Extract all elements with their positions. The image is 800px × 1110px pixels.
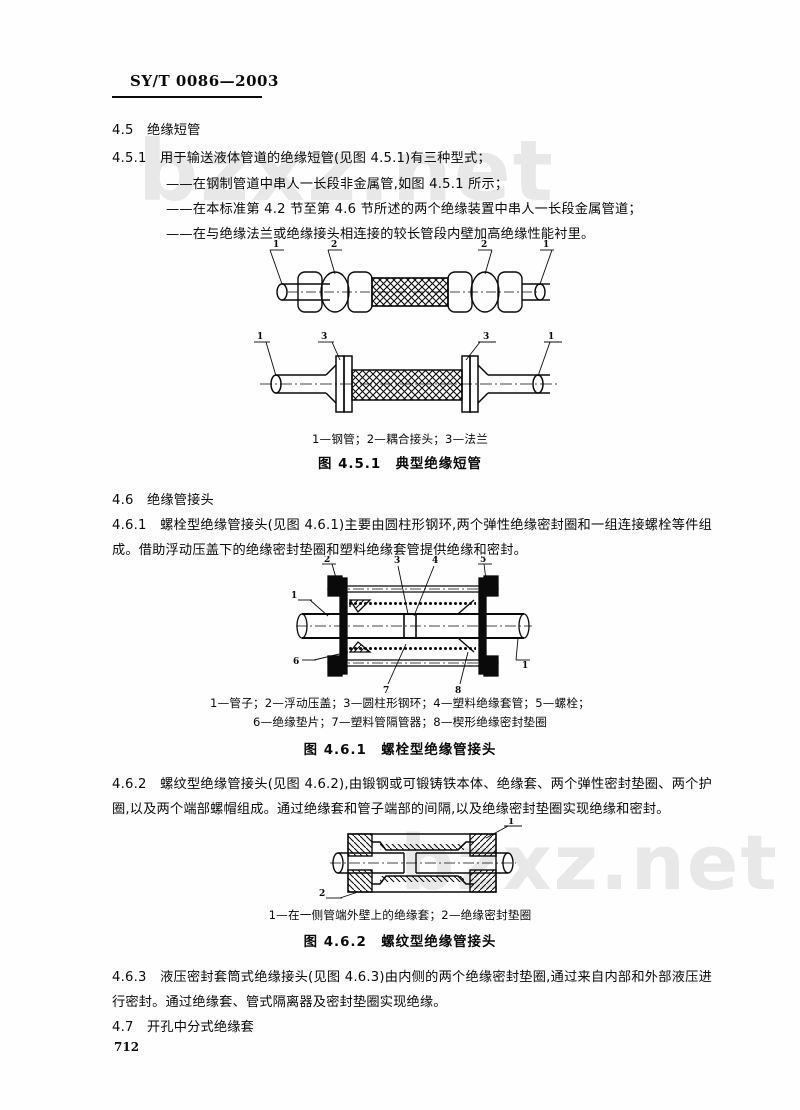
callout-label: 1 [543, 240, 549, 250]
page-number: 712 [114, 1040, 140, 1054]
header-divider [112, 96, 262, 98]
callout-label: 1 [291, 591, 297, 601]
section-heading-4-5: 4.5 绝缘短管 [112, 123, 201, 138]
callout-label: 1 [522, 661, 528, 671]
figure-4-5-1-legend: 1—钢管；2—耦合接头；3—法兰 [311, 432, 489, 446]
standard-code: SY/T 0086—2003 [130, 72, 279, 90]
figure-4-6-1-legend-line2: 6—绝缘垫片；7—塑料管隔管器；8—楔形绝缘密封垫圈 [253, 715, 547, 729]
callout-label: 1 [508, 818, 514, 827]
callout-label: 2 [331, 240, 337, 250]
list-item-4-5-1-a: ——在钢制管道中串人一长段非金属管,如图 4.5.1 所示； [166, 177, 509, 192]
callout-label: 3 [321, 332, 327, 342]
callout-label: 8 [455, 686, 461, 696]
callout-label: 7 [383, 686, 389, 696]
figure-4-6-1-drawing: 2 3 4 5 1 6 7 8 1 [288, 556, 538, 696]
section-heading-4-7: 4.7 开孔中分式绝缘套 [112, 1020, 255, 1035]
callout-label: 4 [432, 556, 438, 566]
callout-label: 6 [293, 657, 299, 667]
callout-label: 1 [257, 332, 263, 342]
figure-4-5-1-drawing-flange: 1 3 3 1 [240, 332, 580, 422]
figure-4-6-1-caption: 图 4.6.1 螺栓型绝缘管接头 [303, 743, 497, 758]
callout-label: 1 [273, 240, 279, 250]
section-heading-4-6: 4.6 绝缘管接头 [112, 493, 214, 508]
list-item-4-5-1-b: ——在本标准第 4.2 节至第 4.6 节所述的两个绝缘装置中串人一长段金属管道… [166, 202, 642, 217]
callout-label: 3 [483, 332, 489, 342]
paragraph-4-6-2: 4.6.2 螺纹型绝缘管接头(见图 4.6.2),由锻钢或可锻铸铁本体、绝缘套、… [112, 777, 712, 817]
watermark-text: bzxz.net [138, 122, 555, 220]
document-header: SY/T 0086—2003 [112, 72, 279, 90]
callout-label: 2 [324, 556, 330, 565]
paragraph-4-5-1: 4.5.1 用于输送液体管道的绝缘短管(见图 4.5.1)有三种型式； [112, 151, 491, 166]
figure-4-6-2-drawing: 1 2 [318, 818, 528, 908]
paragraph-4-6-1: 4.6.1 螺栓型绝缘管接头(见图 4.6.1)主要由圆柱形钢环,两个弹性绝缘密… [112, 518, 712, 558]
callout-label: 2 [481, 240, 487, 250]
callout-label: 3 [394, 556, 400, 566]
paragraph-4-6-3: 4.6.3 液压密封套筒式绝缘接头(见图 4.6.3)由内侧的两个绝缘密封垫圈,… [112, 970, 712, 1010]
figure-4-6-2-caption: 图 4.6.2 螺纹型绝缘管接头 [303, 935, 497, 950]
figure-4-5-1-caption: 图 4.5.1 典型绝缘短管 [318, 457, 482, 472]
callout-label: 2 [319, 889, 325, 899]
callout-label: 5 [480, 556, 486, 565]
figure-4-6-1-legend-line1: 1—管子；2—浮动压盖；3—圆柱形钢环；4—塑料绝缘套管；5—螺栓； [210, 696, 590, 710]
callout-label: 1 [548, 332, 554, 342]
list-item-4-5-1-c: ——在与绝缘法兰或绝缘接头相连接的较长管段内壁加高绝缘性能衬里。 [166, 227, 595, 242]
figure-4-6-2-legend: 1—在一侧管端外壁上的绝缘套；2—绝缘密封垫圈 [268, 908, 532, 922]
figure-4-5-1-drawing-coupling: 1 2 2 1 [240, 238, 580, 328]
